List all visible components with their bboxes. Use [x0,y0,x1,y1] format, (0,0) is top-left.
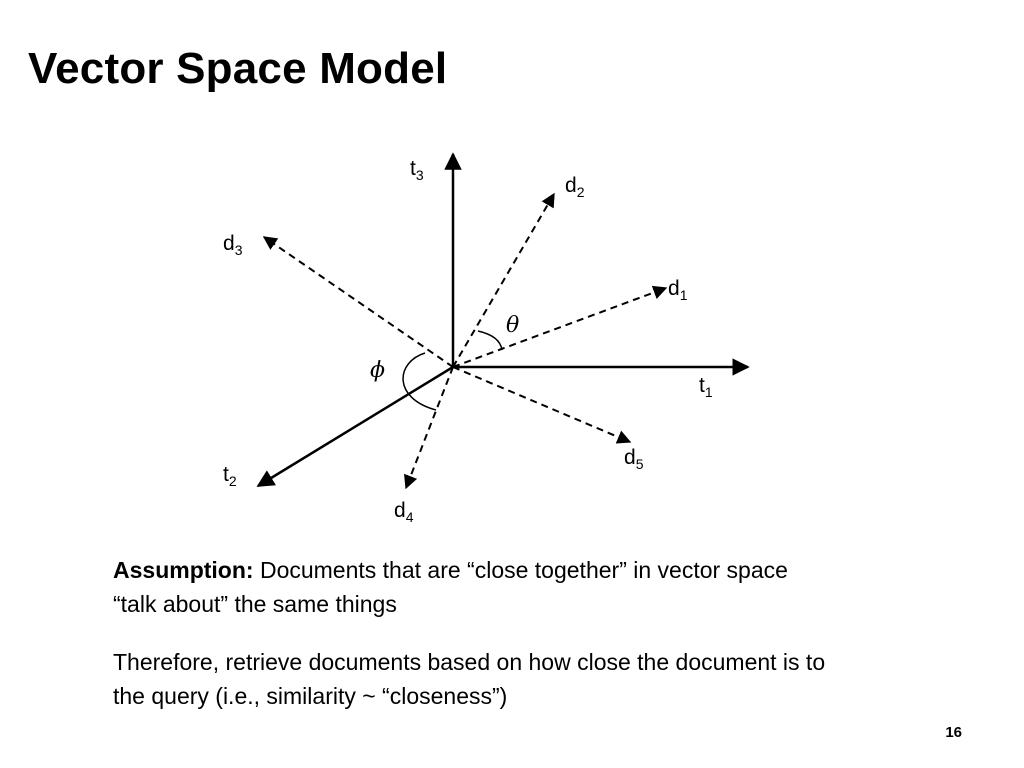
vector-d5-label: d5 [624,446,644,472]
vector-d1-line [452,285,668,368]
phi-arc [402,352,437,411]
theta-label: θ [506,313,519,338]
axis-t2-line [256,365,454,488]
vector-d3-label: d3 [223,232,243,258]
vector-d5-line [452,366,632,444]
assumption-text: Documents that are “close together” in v… [113,557,788,617]
vector-d2-line [452,192,555,368]
vector-d1-label: d1 [668,277,688,303]
vector-d4-line [404,366,454,490]
vector-d2-label: d2 [565,174,585,200]
axis-t1-label: t1 [699,374,713,400]
therefore-paragraph: Therefore, retrieve documents based on h… [113,649,826,709]
phi-label: ϕ [370,358,385,383]
assumption-label: Assumption: [113,557,254,583]
axis-t2-label: t2 [223,463,237,489]
assumption-paragraph: Assumption: Documents that are “close to… [113,553,833,621]
page-number: 16 [945,724,962,741]
vector-d4-label: d4 [394,499,414,525]
slide-title: Vector Space Model [28,44,448,93]
axis-t3-label: t3 [410,157,424,183]
vector-d3-line [262,236,454,368]
theta-arc [477,330,503,351]
